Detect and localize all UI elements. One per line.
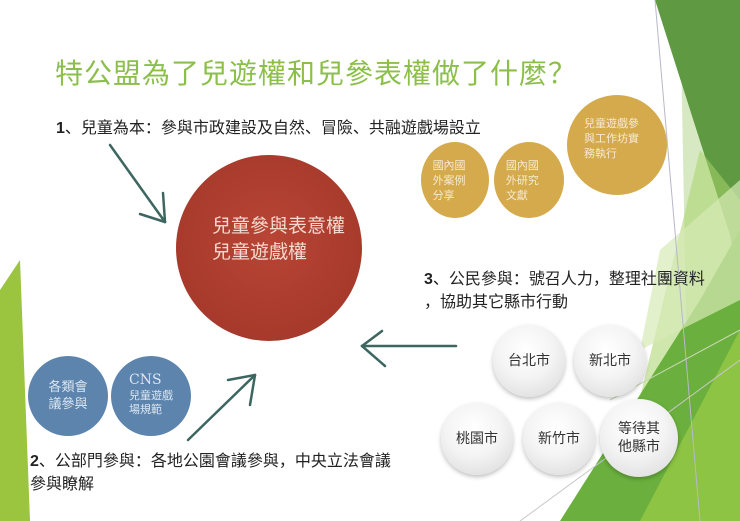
- city-circle-taoyuan: 桃園市: [441, 403, 513, 475]
- gold-circle-workshop: 兒童遊戲參 與工作坊實 務執行: [567, 95, 667, 195]
- point-number: 2: [30, 453, 39, 470]
- point-number: 1: [56, 120, 65, 137]
- circle-text: 外研究: [505, 173, 539, 187]
- circle-text: 台北市: [508, 353, 550, 369]
- circle-text: 分享: [432, 188, 455, 202]
- circle-text: 等待其: [618, 421, 660, 437]
- point-text-line2: ，協助其它縣市行動: [424, 292, 569, 311]
- circle-text: 桃園市: [456, 431, 498, 447]
- point-text: 、兒童為本：參與市政建設及自然、冒險、共融遊戲場設立: [64, 118, 481, 137]
- circle-text: 兒童遊戲參: [584, 116, 639, 130]
- arrow-down-right-icon: [108, 143, 167, 224]
- circle-text: 文獻: [505, 188, 528, 202]
- circle-text: 各類會: [48, 380, 88, 395]
- circle-text: 議參與: [48, 397, 88, 412]
- circle-text: 務執行: [584, 146, 617, 160]
- circle-text: 外案例: [432, 173, 466, 187]
- circle-text: 新竹市: [538, 431, 580, 447]
- circle-text: 他縣市: [618, 439, 660, 455]
- city-circle-hsinchu: 新竹市: [523, 403, 595, 475]
- arrow-up-right-icon: [186, 373, 257, 442]
- point-text-line1: 、公民參與：號召人力，整理社團資料: [432, 269, 705, 288]
- center-circle-line2: 兒童遊戲權: [212, 241, 308, 263]
- circle-text: 新北市: [589, 353, 631, 369]
- blue-circle-meetings: 各類會 議參與: [28, 356, 108, 436]
- point-text-line2: 參與瞭解: [30, 474, 95, 493]
- circle-text: 國內國: [505, 158, 539, 172]
- point-number: 3: [424, 271, 433, 288]
- circle-text: 場規範: [129, 402, 162, 416]
- city-circle-new-taipei: 新北市: [574, 325, 646, 397]
- circle-text: 與工作坊實: [584, 131, 639, 145]
- blue-circle-cns: CNS 兒童遊戲 場規範: [111, 356, 191, 436]
- circle-text: 國內國: [432, 158, 466, 172]
- point-2: 2、公部門參與：各地公園會議參與，中央立法會議 參與瞭解: [30, 450, 391, 495]
- center-circle-line1: 兒童參與表意權: [212, 215, 346, 237]
- gold-circle-cases: 國內國 外案例 分享: [421, 142, 489, 218]
- gold-circle-research: 國內國 外研究 文獻: [494, 142, 564, 218]
- slide-title: 特公盟為了兒遊權和兒參表權做了什麼？: [55, 57, 578, 90]
- point-3: 3、公民參與：號召人力，整理社團資料 ，協助其它縣市行動: [424, 268, 705, 313]
- point-1: 1、兒童為本：參與市政建設及自然、冒險、共融遊戲場設立: [56, 117, 481, 140]
- arrow-left-icon: [360, 329, 458, 368]
- center-circle: 兒童參與表意權 兒童遊戲權: [176, 155, 362, 341]
- city-circle-taipei: 台北市: [493, 325, 565, 397]
- circle-text: CNS: [129, 371, 162, 388]
- circle-text: 兒童遊戲: [129, 388, 173, 402]
- point-text-line1: 、公部門參與：各地公園會議參與，中央立法會議: [38, 451, 391, 470]
- city-circle-others: 等待其 他縣市: [600, 399, 678, 477]
